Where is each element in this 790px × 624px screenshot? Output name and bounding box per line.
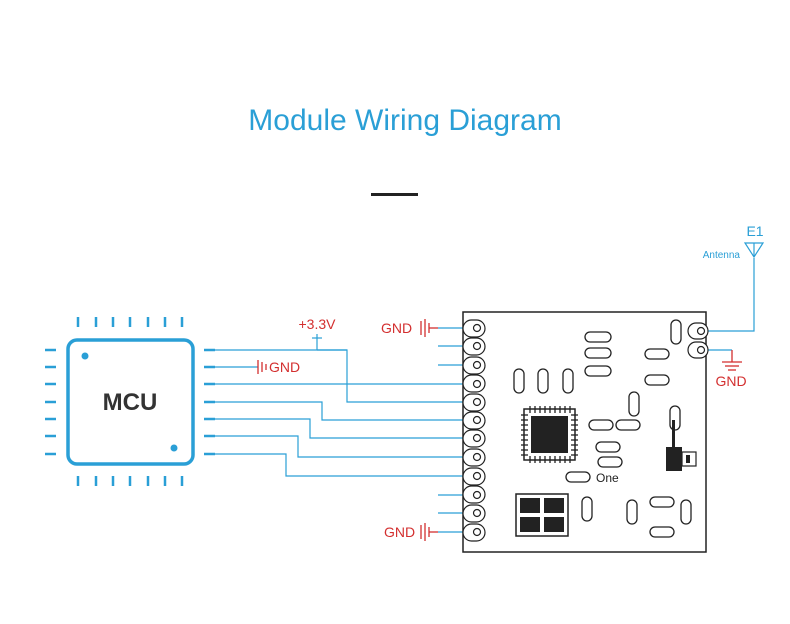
ground-label-mcu: GND (269, 359, 300, 375)
ground-symbol-mcu: GND (257, 359, 300, 375)
mcu-chip: MCU (45, 317, 215, 486)
wire-vcc (215, 349, 465, 403)
ground-label-module-bottom: GND (384, 524, 415, 540)
antenna-label: Antenna (703, 250, 741, 261)
module-connector (666, 420, 697, 471)
mcu-corner-dot (170, 444, 178, 452)
vcc-symbol: +3.3V (299, 316, 347, 351)
mcu-label: MCU (103, 389, 158, 416)
antenna-ref: E1 (746, 223, 763, 239)
ground-symbol-module-bottom: GND (384, 523, 465, 541)
mcu-left-pins (45, 348, 56, 456)
title-divider (371, 193, 418, 196)
module-left-pad-holes (472, 323, 482, 537)
mcu-right-pins (204, 348, 215, 456)
module-silkscreen-label: One (596, 471, 619, 485)
mcu-top-pins (76, 317, 184, 327)
module-ic (521, 406, 578, 463)
module-components (513, 319, 692, 538)
mcu-body (66, 338, 195, 466)
wire-signal-3 (215, 418, 465, 439)
wire-antenna (706, 258, 755, 332)
vcc-label: +3.3V (299, 316, 337, 332)
rf-module: One (462, 311, 709, 553)
module-crystal (515, 493, 569, 537)
wire-signal-2 (215, 401, 465, 421)
page-title: Module Wiring Diagram (248, 104, 562, 137)
wire-signal-5 (215, 453, 465, 477)
mcu-bottom-pins (76, 476, 184, 486)
module-right-pads (687, 322, 709, 359)
signal-wires (215, 258, 755, 514)
ground-label-module-top: GND (381, 320, 412, 336)
antenna-icon: E1 Antenna (703, 223, 765, 261)
mcu-pin1-dot (81, 352, 89, 360)
wire-signal-4 (215, 435, 465, 458)
ground-symbol-antenna: GND (706, 349, 747, 389)
ground-label-antenna: GND (715, 373, 746, 389)
ground-symbol-module-top: GND (381, 319, 465, 337)
